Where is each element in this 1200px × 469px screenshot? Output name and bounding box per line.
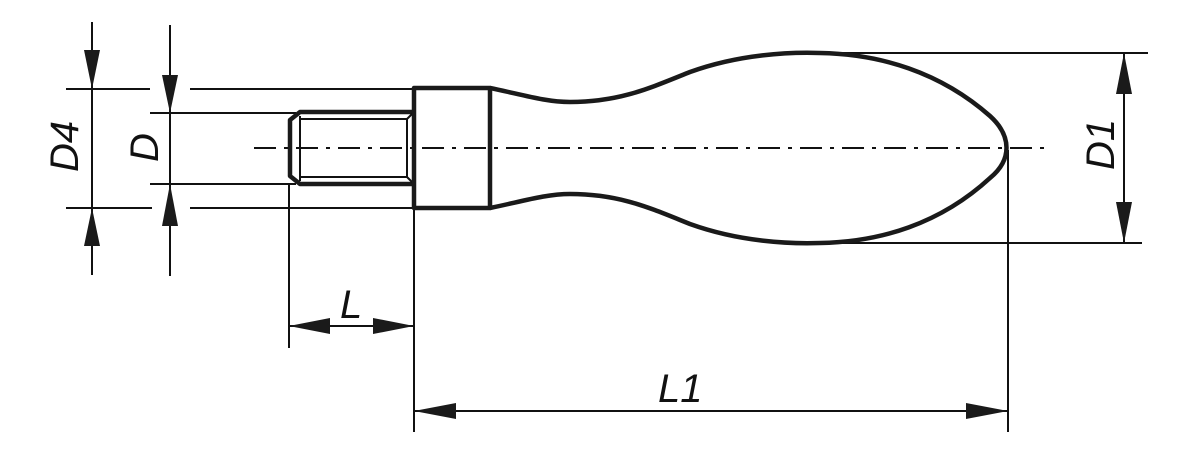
dimension-l1: L1 (414, 367, 1008, 419)
label-l1: L1 (658, 367, 703, 411)
label-d1: D1 (1079, 119, 1123, 170)
extension-lines (66, 52, 1148, 432)
grip-body (489, 50, 1009, 246)
label-l: L (340, 283, 362, 327)
dimension-d4: D4 (43, 22, 100, 275)
label-d: D (123, 133, 167, 162)
label-d4: D4 (43, 121, 87, 172)
threaded-stud (287, 109, 415, 187)
dimension-l: L (289, 283, 414, 334)
dimension-d1: D1 (1079, 53, 1132, 243)
collar (411, 85, 493, 211)
dimension-d: D (123, 25, 178, 276)
